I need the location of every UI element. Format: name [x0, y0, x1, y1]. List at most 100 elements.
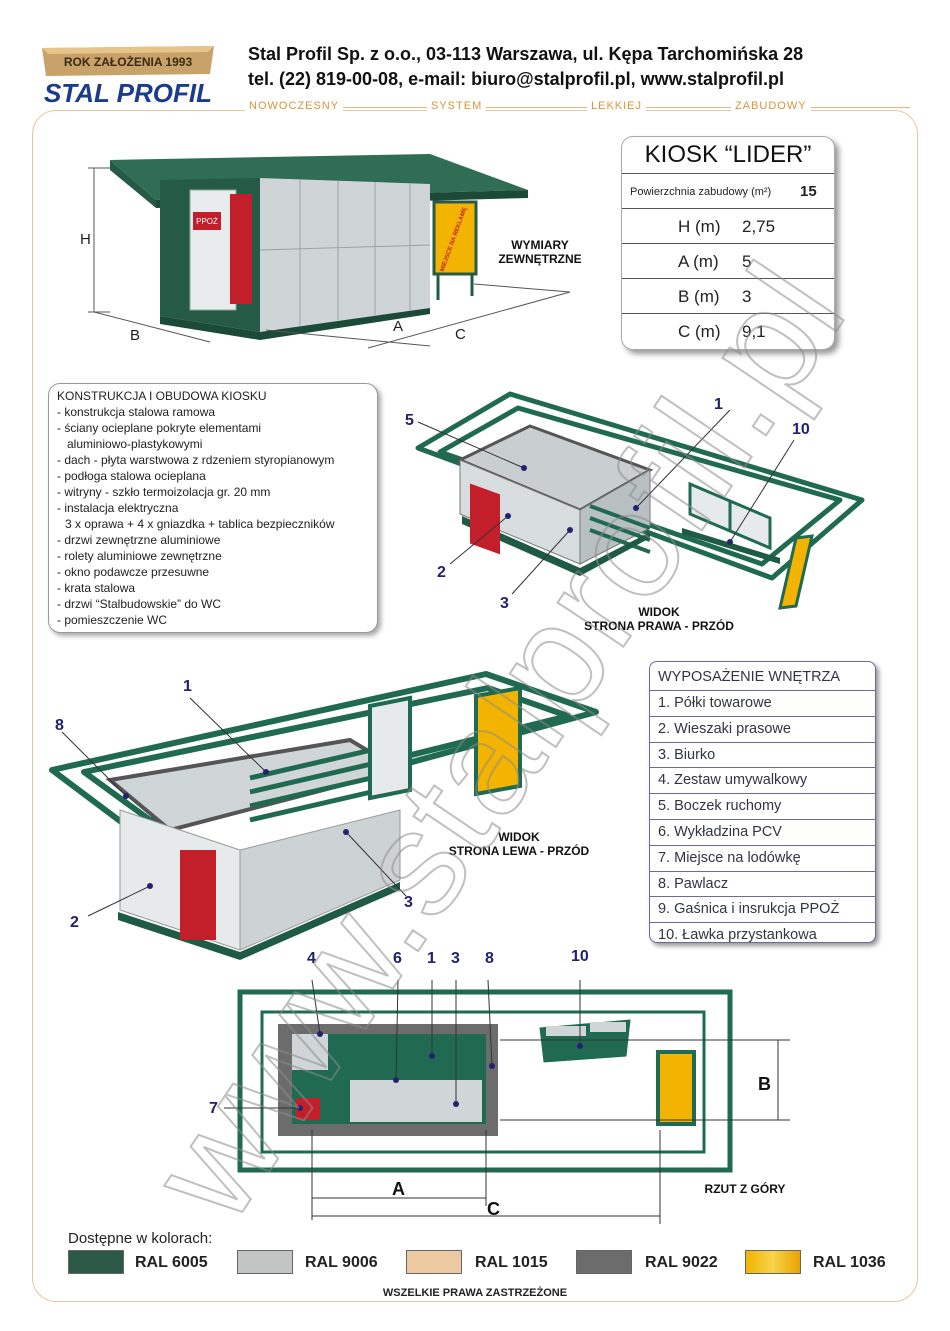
callout-3-top: 3 — [451, 950, 460, 967]
callout-8-left: 8 — [55, 717, 64, 734]
callout-10-top: 10 — [571, 948, 589, 965]
spec-row-a: A (m) 5 — [622, 244, 834, 279]
construction-title: KONSTRUKCJA I OBUDOWA KIOSKU — [57, 389, 267, 403]
spec-row-h: H (m) 2,75 — [622, 209, 834, 244]
equipment-item: 4. Zestaw umywalkowy — [650, 768, 875, 795]
construction-item: - dach - płyta warstwowa z rdzeniem styr… — [57, 453, 335, 467]
construction-item: - witryny - szkło termoizolacja gr. 20 m… — [57, 485, 271, 499]
view-external-title: WYMIARY ZEWNĘTRZNE — [498, 238, 582, 266]
company-address: Stal Profil Sp. z o.o., 03-113 Warszawa,… — [248, 44, 804, 64]
colors-title: Dostępne w kolorach: — [68, 1230, 213, 1247]
kiosk-external-drawing: PPOŻ MIEJSCE NA REKLAMĘ — [88, 154, 571, 349]
equipment-item: 3. Biurko — [650, 743, 875, 769]
logo-year: ROK ZAŁOŻENIA 1993 — [64, 54, 193, 69]
dim-c: C — [455, 326, 466, 343]
dim-c-top: C — [487, 1199, 500, 1219]
equipment-item: 9. Gaśnica i insrukcja PPOŻ — [650, 897, 875, 924]
equipment-item: 2. Wieszaki prasowe — [650, 717, 875, 743]
kiosk-right-front-drawing — [415, 391, 865, 610]
equipment-item: 5. Boczek ruchomy — [650, 794, 875, 820]
construction-box: KONSTRUKCJA I OBUDOWA KIOSKU - konstrukc… — [48, 383, 378, 633]
construction-item: - krata stalowa — [57, 581, 136, 595]
tagline-word-4: ZABUDOWY — [731, 100, 811, 112]
ppoz-sign: PPOŻ — [196, 217, 218, 226]
spec-area-value: 15 — [800, 183, 817, 200]
tagline: NOWOCZESNY SYSTEM LEKKIEJ ZABUDOWY — [245, 100, 910, 114]
tagline-word-1: NOWOCZESNY — [245, 100, 344, 112]
callout-3-right: 3 — [500, 595, 509, 612]
spec-row-value: 3 — [742, 287, 752, 306]
color-swatch-ral-9006 — [237, 1250, 293, 1274]
spec-row-value: 2,75 — [742, 217, 776, 236]
equipment-item: 10. Ławka przystankowa — [658, 927, 817, 943]
spec-row-label: B (m) — [678, 287, 720, 306]
construction-item: - pomieszczenie WC — [57, 613, 168, 627]
callout-10-right: 10 — [792, 421, 810, 438]
callout-8-top: 8 — [485, 950, 494, 967]
dim-b: B — [130, 327, 141, 344]
view-left-front-title: WIDOK STRONA LEWA - PRZÓD — [448, 830, 590, 858]
spec-area-label: Powierzchnia zabudowy (m²) — [630, 186, 772, 198]
spec-row-c: C (m) 9,1 — [622, 314, 834, 348]
callout-5-right: 5 — [405, 412, 414, 429]
color-label: RAL 9022 — [645, 1254, 718, 1271]
callout-3-left: 3 — [404, 894, 413, 911]
construction-item: - rolety aluminiowe zewnętrzne — [57, 549, 222, 563]
kiosk-window-wall — [260, 178, 430, 332]
copyright: WSZELKIE PRAWA ZASTRZEŻONE — [0, 1287, 950, 1299]
construction-item: - drzwi “Stalbudowskie” do WC — [57, 597, 222, 611]
dim-a-top: A — [392, 1179, 405, 1199]
color-swatch-ral-6005 — [68, 1250, 124, 1274]
color-label: RAL 1036 — [813, 1254, 886, 1271]
logo-name: STAL PROFIL — [44, 78, 212, 108]
spec-row-label: C (m) — [678, 322, 721, 341]
dim-a: A — [393, 318, 404, 335]
spec-card: KIOSK “LIDER” Powierzchnia zabudowy (m²)… — [621, 136, 835, 350]
tagline-word-3: LEKKIEJ — [587, 100, 647, 112]
construction-item: - drzwi zewnętrzne aluminiowe — [57, 533, 221, 547]
ad-board — [432, 200, 478, 276]
callout-4-top: 4 — [307, 950, 316, 967]
equipment-item: 8. Pawlacz — [650, 872, 875, 898]
spec-row-value: 5 — [742, 252, 752, 271]
dim-b-top: B — [758, 1074, 771, 1094]
equipment-item: 6. Wykładzina PCV — [650, 820, 875, 846]
equipment-item: 7. Miejsce na lodówkę — [650, 846, 875, 872]
construction-item: 3 x oprawa + 4 x gniazdka + tablica bezp… — [65, 517, 335, 531]
construction-item: - okno podawcze przesuwne — [57, 565, 210, 579]
construction-item: aluminiowo-plastykowymi — [67, 437, 203, 451]
spec-title: KIOSK “LIDER” — [622, 137, 834, 174]
color-label: RAL 6005 — [135, 1254, 208, 1271]
tagline-word-2: SYSTEM — [427, 100, 487, 112]
view-top-title: RZUT Z GÓRY — [704, 1182, 786, 1196]
callout-2-left: 2 — [70, 914, 79, 931]
stal-profil-logo: ROK ZAŁOŻENIA 1993 STAL PROFIL — [42, 46, 214, 108]
color-swatch-ral-1036 — [745, 1250, 801, 1274]
spec-row-b: B (m) 3 — [622, 279, 834, 314]
callout-1-top: 1 — [427, 950, 436, 967]
kiosk-left-front-drawing — [49, 671, 599, 960]
company-contact: tel. (22) 819-00-08, e-mail: biuro@stalp… — [248, 69, 784, 89]
view-right-front-title: WIDOK STRONA PRAWA - PRZÓD — [584, 605, 734, 633]
color-swatch-ral-9022 — [576, 1250, 632, 1274]
spec-area-row: Powierzchnia zabudowy (m²) 15 — [622, 174, 834, 209]
callout-1-left: 1 — [183, 678, 192, 695]
color-label: RAL 9006 — [305, 1254, 378, 1271]
color-swatch-ral-1015 — [406, 1250, 462, 1274]
kiosk-top-view-drawing — [224, 980, 790, 1224]
spec-row-value: 9,1 — [742, 322, 766, 341]
construction-item: - konstrukcja stalowa ramowa — [57, 405, 216, 419]
callout-6-top: 6 — [393, 950, 402, 967]
callout-1-right: 1 — [714, 396, 723, 413]
equipment-list: WYPOSAŻENIE WNĘTRZA 1. Półki towarowe 2.… — [649, 661, 876, 943]
construction-item: - instalacja elektryczna — [57, 501, 179, 515]
construction-item: - ściany ocieplane pokryte elementami — [57, 421, 262, 435]
equipment-title: WYPOSAŻENIE WNĘTRZA — [650, 662, 875, 691]
spec-row-label: A (m) — [678, 252, 719, 271]
dim-h: H — [80, 231, 91, 248]
callout-7-top: 7 — [209, 1100, 218, 1117]
copyright-text: WSZELKIE PRAWA ZASTRZEŻONE — [376, 1287, 574, 1299]
spec-row-label: H (m) — [678, 217, 721, 236]
color-label: RAL 1015 — [475, 1254, 548, 1271]
construction-item: - podłoga stalowa ocieplana — [57, 469, 206, 483]
